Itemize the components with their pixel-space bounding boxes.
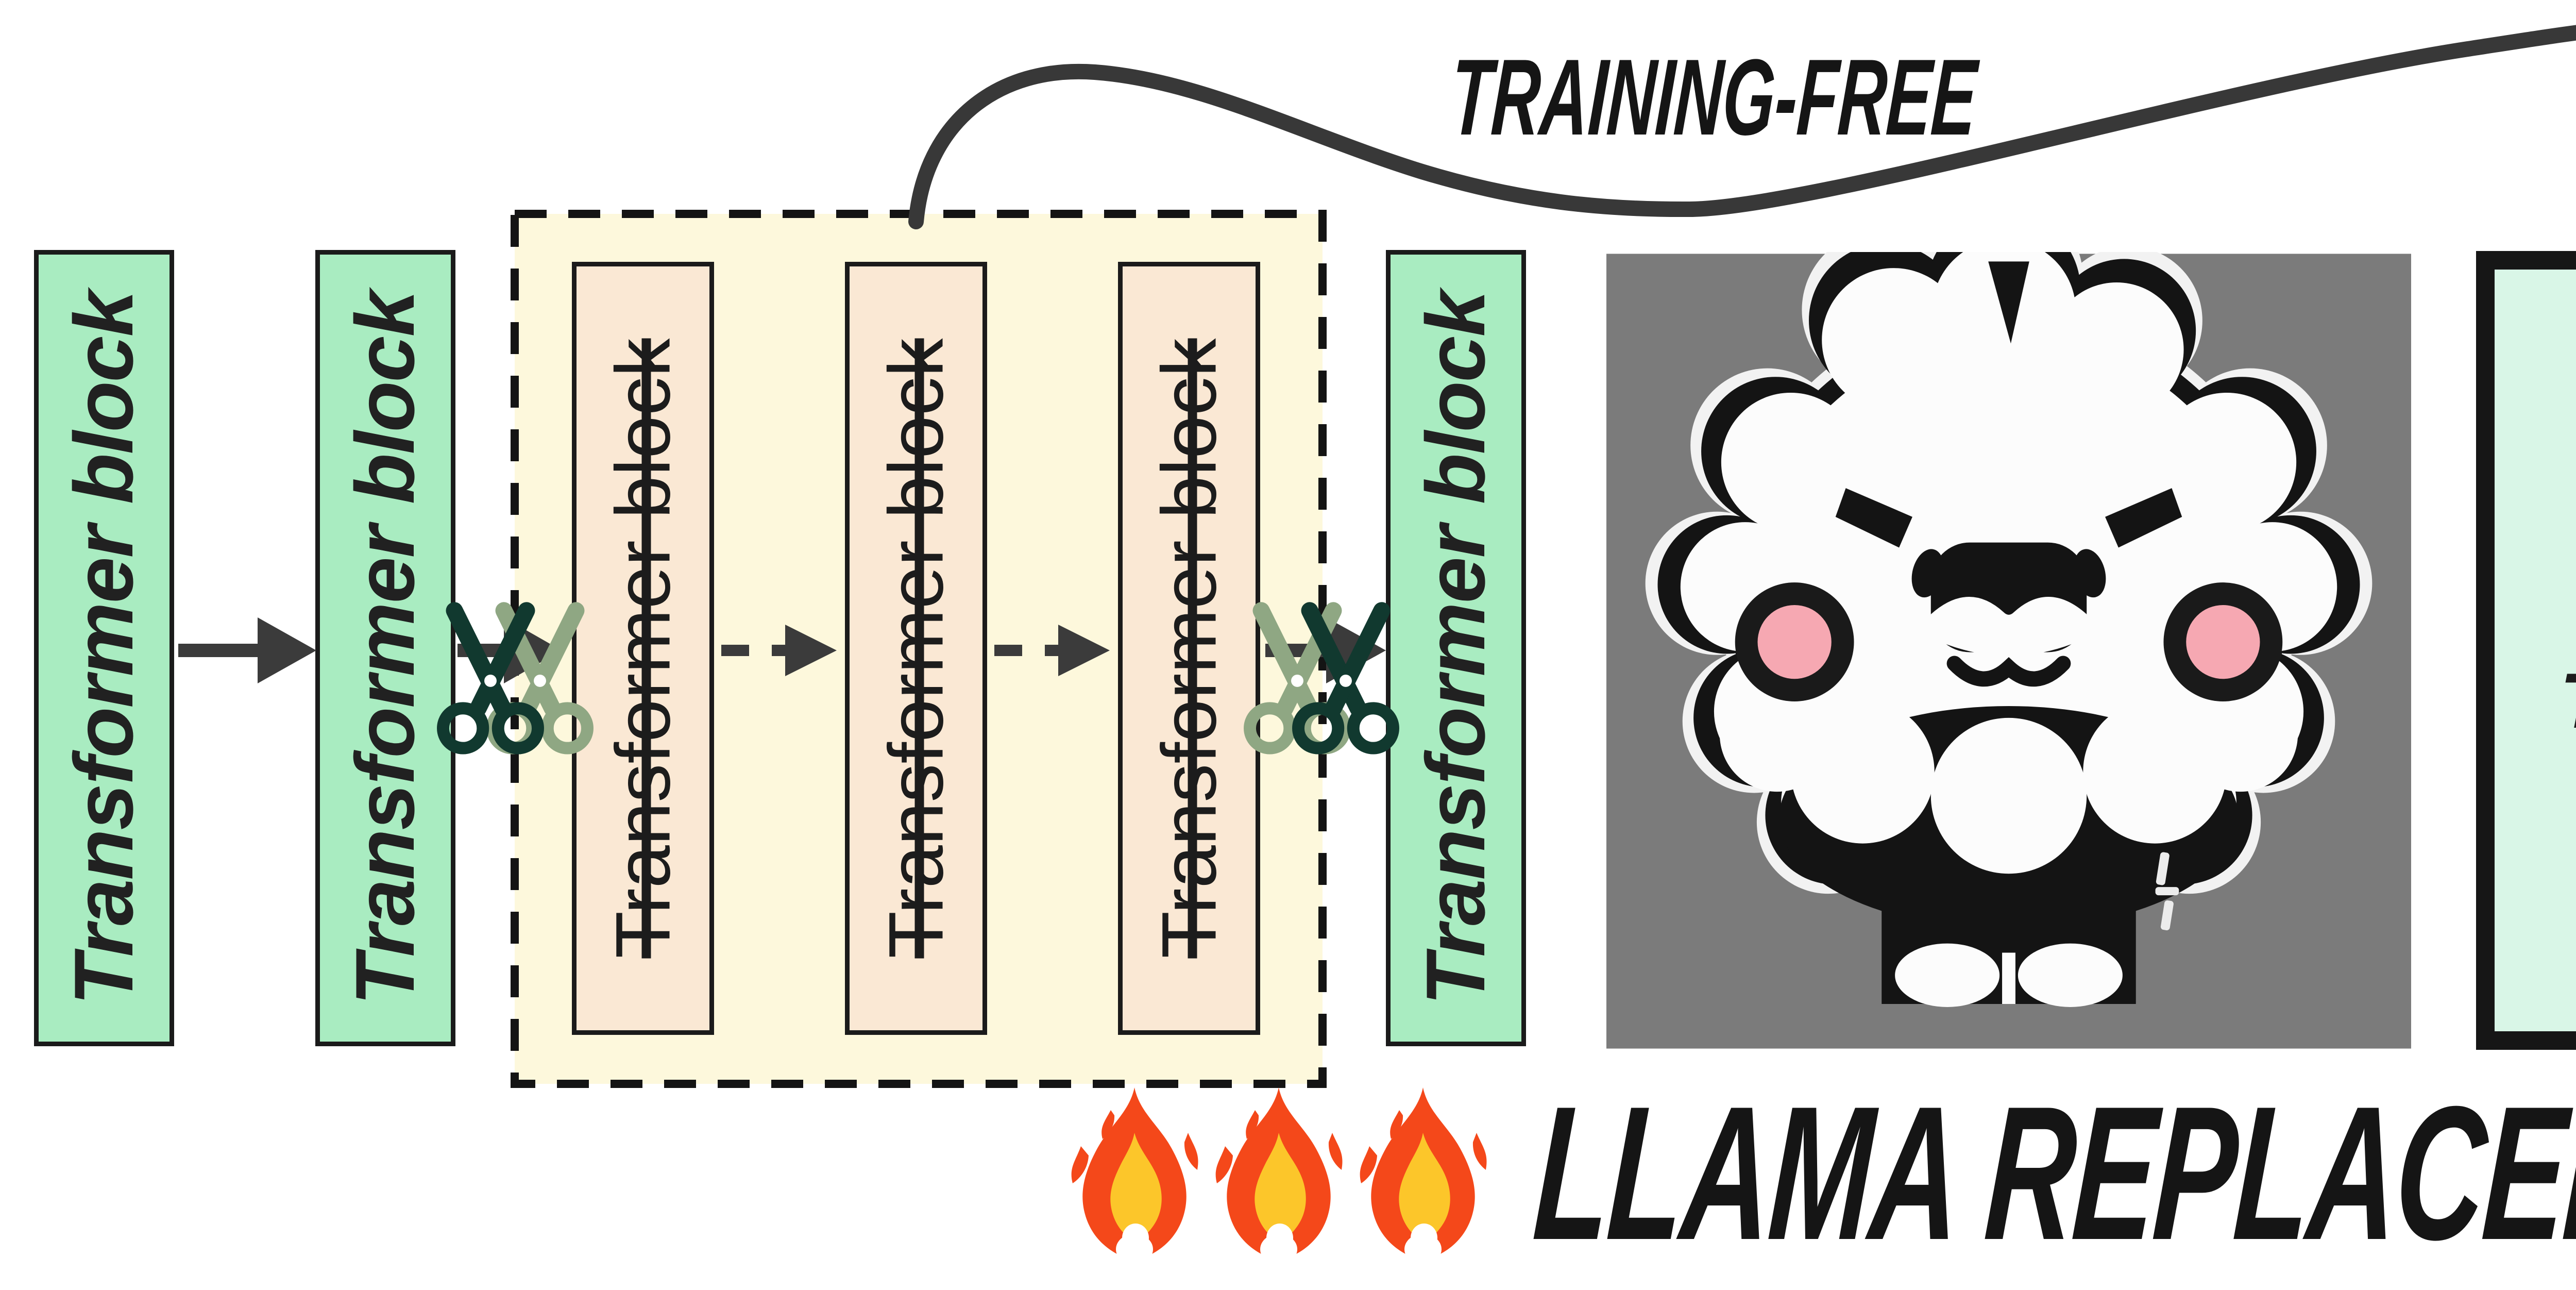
transformer-block-label: Transformer block [338, 291, 432, 1006]
llama-foot [2018, 943, 2123, 1007]
transformer-block-1: Transformer block [34, 250, 174, 1046]
llama-mouth [1946, 656, 2071, 687]
zipper-detail [2155, 852, 2179, 931]
transformer-block-label: Transformer block [1409, 291, 1502, 1006]
skip-connection-curve [908, 25, 2576, 229]
pruned-transformer-block-1: Transformer block [572, 262, 714, 1035]
linear-transformations-label: Linear Transformations [2560, 548, 2576, 752]
eyebrow-left [1835, 488, 1912, 548]
pruned-block-label: Transformer block [599, 338, 686, 959]
transformer-block-label: Transformer block [57, 291, 150, 1006]
pruned-transformer-block-2: Transformer block [845, 262, 987, 1035]
pruned-block-label: Transformer block [1145, 338, 1232, 959]
cheek-right [2186, 605, 2260, 679]
eyebrow-right [2105, 488, 2182, 548]
llama-foot [1895, 943, 2000, 1007]
linear-transformations-box: Linear Transformations [2476, 251, 2576, 1050]
wool-notch [1988, 261, 2029, 344]
caption-title: LLAMA REPLACEME [1529, 1067, 2576, 1280]
cheek-left [1757, 605, 1832, 679]
pruned-block-label: Transformer block [872, 338, 959, 959]
transformer-block-2: Transformer block [315, 250, 455, 1046]
llama-muzzle [1930, 597, 2087, 656]
transformer-block-3: Transformer block [1386, 250, 1526, 1046]
llama-icon [1606, 252, 2411, 1049]
pruned-transformer-block-3: Transformer block [1118, 262, 1260, 1035]
training-free-label: TRAINING-FREE [1447, 37, 1980, 158]
llama-mascot-illustration [1606, 252, 2411, 1050]
